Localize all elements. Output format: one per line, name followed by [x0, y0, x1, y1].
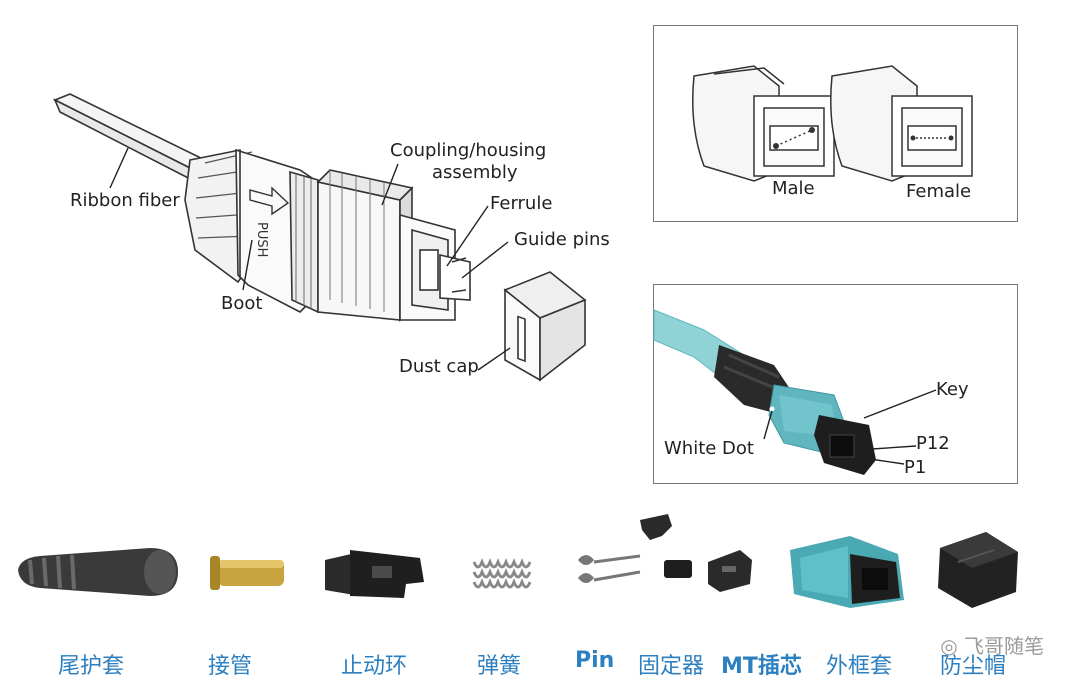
mpo-photo-illustration — [653, 309, 937, 475]
label-coupling-line2: assembly — [432, 162, 518, 183]
part-retainer-image — [640, 514, 692, 578]
male-connector-drawing — [692, 65, 835, 182]
female-connector-drawing — [830, 65, 973, 182]
caption-retainer: 固定器 — [638, 654, 705, 679]
label-ferrule: Ferrule — [490, 193, 553, 214]
label-key: Key — [936, 379, 969, 400]
part-dust-cap-image — [938, 532, 1018, 608]
part-housing-image — [790, 536, 904, 608]
gender-panel: Male Female — [653, 25, 1018, 222]
watermark-text: 飞哥随笔 — [964, 634, 1044, 658]
caption-spring: 弹簧 — [477, 654, 522, 679]
wechat-icon: ◎ — [940, 634, 964, 658]
label-ribbon-fiber: Ribbon fiber — [70, 190, 180, 211]
label-p12: P12 — [916, 433, 950, 454]
part-spring-image — [472, 557, 532, 589]
label-white-dot: White Dot — [664, 438, 754, 459]
key-panel: Key White Dot P12 P1 — [653, 284, 1018, 484]
label-female: Female — [906, 181, 972, 202]
label-boot: Boot — [221, 293, 263, 314]
label-guide-pins: Guide pins — [514, 229, 610, 250]
caption-stop-ring: 止动环 — [341, 654, 408, 679]
label-male: Male — [772, 178, 815, 199]
caption-mt-ferrule: MT插芯 — [721, 654, 802, 679]
label-dust-cap: Dust cap — [399, 356, 479, 377]
push-text: PUSH — [254, 222, 269, 257]
caption-dust-cap: 防尘帽 — [940, 654, 1007, 679]
caption-boot: 尾护套 — [58, 654, 125, 679]
label-p1: P1 — [904, 457, 927, 478]
caption-crimp-sleeve: 接管 — [208, 654, 253, 679]
part-mt-ferrule-image — [708, 550, 752, 592]
caption-pin: Pin — [575, 648, 615, 673]
connector-line-drawing: PUSH — [53, 93, 587, 382]
caption-housing: 外框套 — [826, 654, 893, 679]
part-stop-ring-image — [325, 550, 424, 598]
part-pins-image — [578, 554, 641, 583]
label-coupling-line1: Coupling/housing — [390, 140, 547, 161]
part-boot-image — [18, 548, 178, 596]
part-crimp-image — [210, 556, 284, 590]
exploded-parts-row — [18, 514, 1018, 608]
watermark: ◎ 飞哥随笔 — [940, 630, 1044, 659]
